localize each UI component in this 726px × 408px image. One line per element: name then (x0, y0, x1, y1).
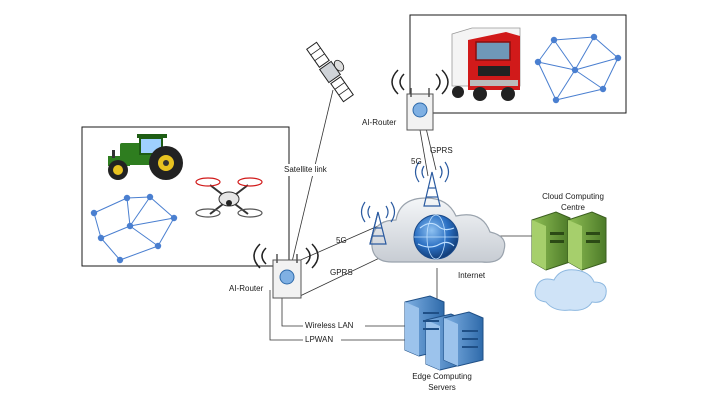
field-area-box (81, 126, 290, 267)
ai-router-bottom-icon (253, 243, 319, 299)
edge-servers-icon (404, 295, 484, 371)
wireless-lan-label: Wireless LAN (305, 321, 354, 330)
edge-label-line2: Servers (428, 383, 456, 392)
cloud-servers-icon (531, 211, 607, 271)
mesh-node (590, 33, 598, 41)
mesh-node (116, 256, 124, 264)
transport-area-box (409, 14, 627, 114)
mesh-node (97, 234, 105, 242)
satellite-link-label: Satellite link (284, 165, 327, 174)
transport-mesh-network (534, 33, 622, 104)
wlan-label-bg (303, 320, 365, 332)
ai-router-top-icon (391, 69, 449, 131)
top-5g-line (419, 129, 429, 177)
mesh-node (123, 194, 131, 202)
mesh-node (90, 209, 98, 217)
mesh-node (599, 85, 607, 93)
satellite-icon (306, 41, 354, 103)
field-mesh-network (90, 193, 178, 264)
mesh-node (146, 193, 154, 201)
cell-tower-top-icon (414, 161, 450, 207)
mesh-node (550, 36, 558, 44)
lpwan-label: LPWAN (305, 335, 334, 344)
ai-router-bottom-label: AI-Router (229, 284, 264, 293)
mesh-node (170, 214, 178, 222)
link-5g-bottom-label: 5G (336, 236, 347, 245)
cloud-centre-label-line2: Centre (560, 203, 585, 212)
lpwan-label-bg (303, 334, 341, 346)
ai-router-top-label: AI-Router (362, 118, 397, 127)
lpwan-line (269, 290, 408, 341)
wireless-lan-line (281, 290, 408, 327)
cell-tower-left-icon (360, 201, 396, 245)
link-5g-top-label: 5G (411, 157, 422, 166)
mesh-node (126, 222, 134, 230)
drone-icon (195, 177, 263, 218)
bottom-gprs-line (299, 253, 389, 297)
truck-icon (451, 27, 521, 101)
link-gprs-bottom-label: GPRS (330, 268, 353, 277)
cloud-centre-label-line1: Cloud Computing (542, 192, 604, 201)
link-gprs-top-label: GPRS (430, 146, 453, 155)
mesh-node (154, 242, 162, 250)
mesh-node (534, 58, 542, 66)
top-gprs-line (425, 127, 437, 171)
mesh-node (571, 66, 579, 74)
satellite-label-bg (282, 164, 338, 176)
blue-cloud-icon (534, 269, 607, 311)
mesh-node (614, 54, 622, 62)
edge-label-line1: Edge Computing (412, 372, 472, 381)
globe-icon (413, 214, 459, 260)
internet-label: Internet (458, 271, 486, 280)
mesh-node (552, 96, 560, 104)
tractor-icon (108, 134, 183, 180)
